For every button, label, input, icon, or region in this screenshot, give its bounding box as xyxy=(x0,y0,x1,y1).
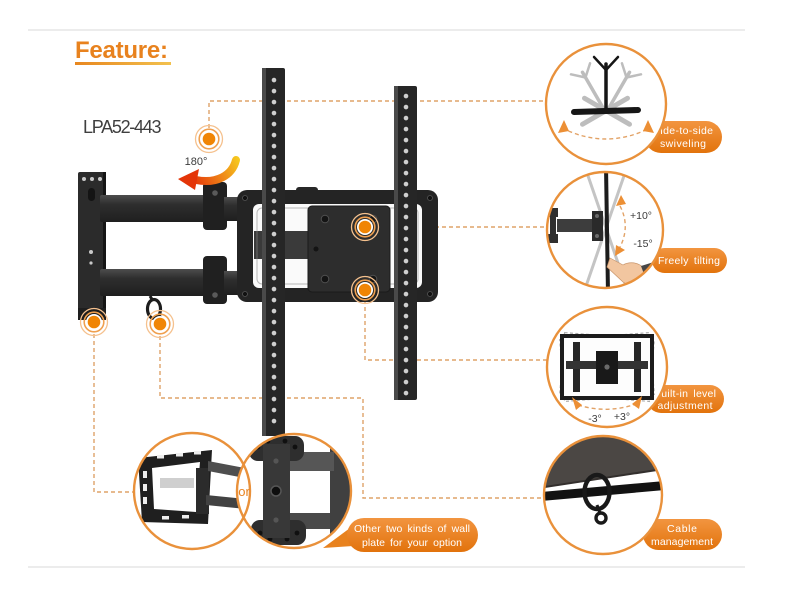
tilt-point-marker xyxy=(350,212,380,242)
label-text: Built-in level xyxy=(654,388,716,400)
label-text: plate for your option xyxy=(362,537,462,549)
level-adjustment-illustration: -3° +3° xyxy=(559,331,655,425)
label-built-in-level-adjustment: Built-in level adjustment xyxy=(647,385,724,413)
tilting-callout: +10° -15° xyxy=(545,170,665,290)
tilt-down-angle: -15° xyxy=(633,238,652,250)
label-text: management xyxy=(651,536,713,548)
photo-border-lines xyxy=(28,29,745,568)
label-wall-plate-options: Other two kinds of wall plate for your o… xyxy=(323,518,478,552)
label-text: adjustment xyxy=(658,400,713,412)
label-text: Other two kinds of wall xyxy=(354,523,470,535)
level-left-angle: -3° xyxy=(588,413,602,425)
vesa-adapter-plate xyxy=(307,205,391,293)
label-cable-management: Cable management xyxy=(643,519,722,550)
connector-cable xyxy=(159,336,550,499)
swivel-arrow-icon xyxy=(192,156,240,185)
callout-connectors xyxy=(93,100,552,499)
title-underline xyxy=(75,62,171,65)
swivel-angle-label: 180° xyxy=(185,156,208,168)
swivel-point-marker xyxy=(194,124,224,154)
swiveling-callout xyxy=(544,42,668,166)
label-freely-tilting: Freely tilting xyxy=(652,248,727,273)
swiveling-illustration xyxy=(558,55,654,140)
option-2-circle-border xyxy=(235,432,353,550)
tilting-circle-border xyxy=(545,170,665,290)
label-text: Cable xyxy=(667,523,697,535)
tv-rails xyxy=(262,68,417,436)
swiveling-circle-border xyxy=(544,42,668,166)
connector-wall-plate xyxy=(93,334,142,493)
model-number: LPA52-443 xyxy=(83,117,162,137)
swivel-arrowhead-icon xyxy=(178,169,199,190)
vesa-plate xyxy=(237,190,438,302)
level-adjustment-callout: -3° +3° xyxy=(545,305,669,429)
label-text: Freely tilting xyxy=(658,255,720,267)
option-1-circle-border xyxy=(132,431,252,551)
wall-plate-point-marker xyxy=(79,307,109,337)
level-circle-border xyxy=(545,305,669,429)
level-point-marker xyxy=(350,275,380,305)
swivel-annotation: 180° xyxy=(178,156,240,190)
tv-wall-mount-product xyxy=(78,68,438,436)
cable-circle-border xyxy=(542,434,664,556)
wall-plate xyxy=(78,172,106,320)
tilt-up-angle: +10° xyxy=(630,210,652,222)
connector-swivel xyxy=(208,100,552,128)
label-text: swiveling xyxy=(660,138,706,150)
cable-point-marker xyxy=(145,309,175,339)
label-text: Side-to-side xyxy=(653,125,713,137)
option-separator: or xyxy=(238,484,250,499)
label-side-to-side-swiveling: Side-to-side swiveling xyxy=(645,121,722,153)
feature-labels: Side-to-side swiveling Freely tilting Bu… xyxy=(323,121,727,552)
header: Feature: LPA52-443 xyxy=(75,37,171,137)
level-right-angle: +3° xyxy=(614,411,630,423)
page-title: Feature: xyxy=(75,37,168,64)
connector-level xyxy=(364,300,552,361)
